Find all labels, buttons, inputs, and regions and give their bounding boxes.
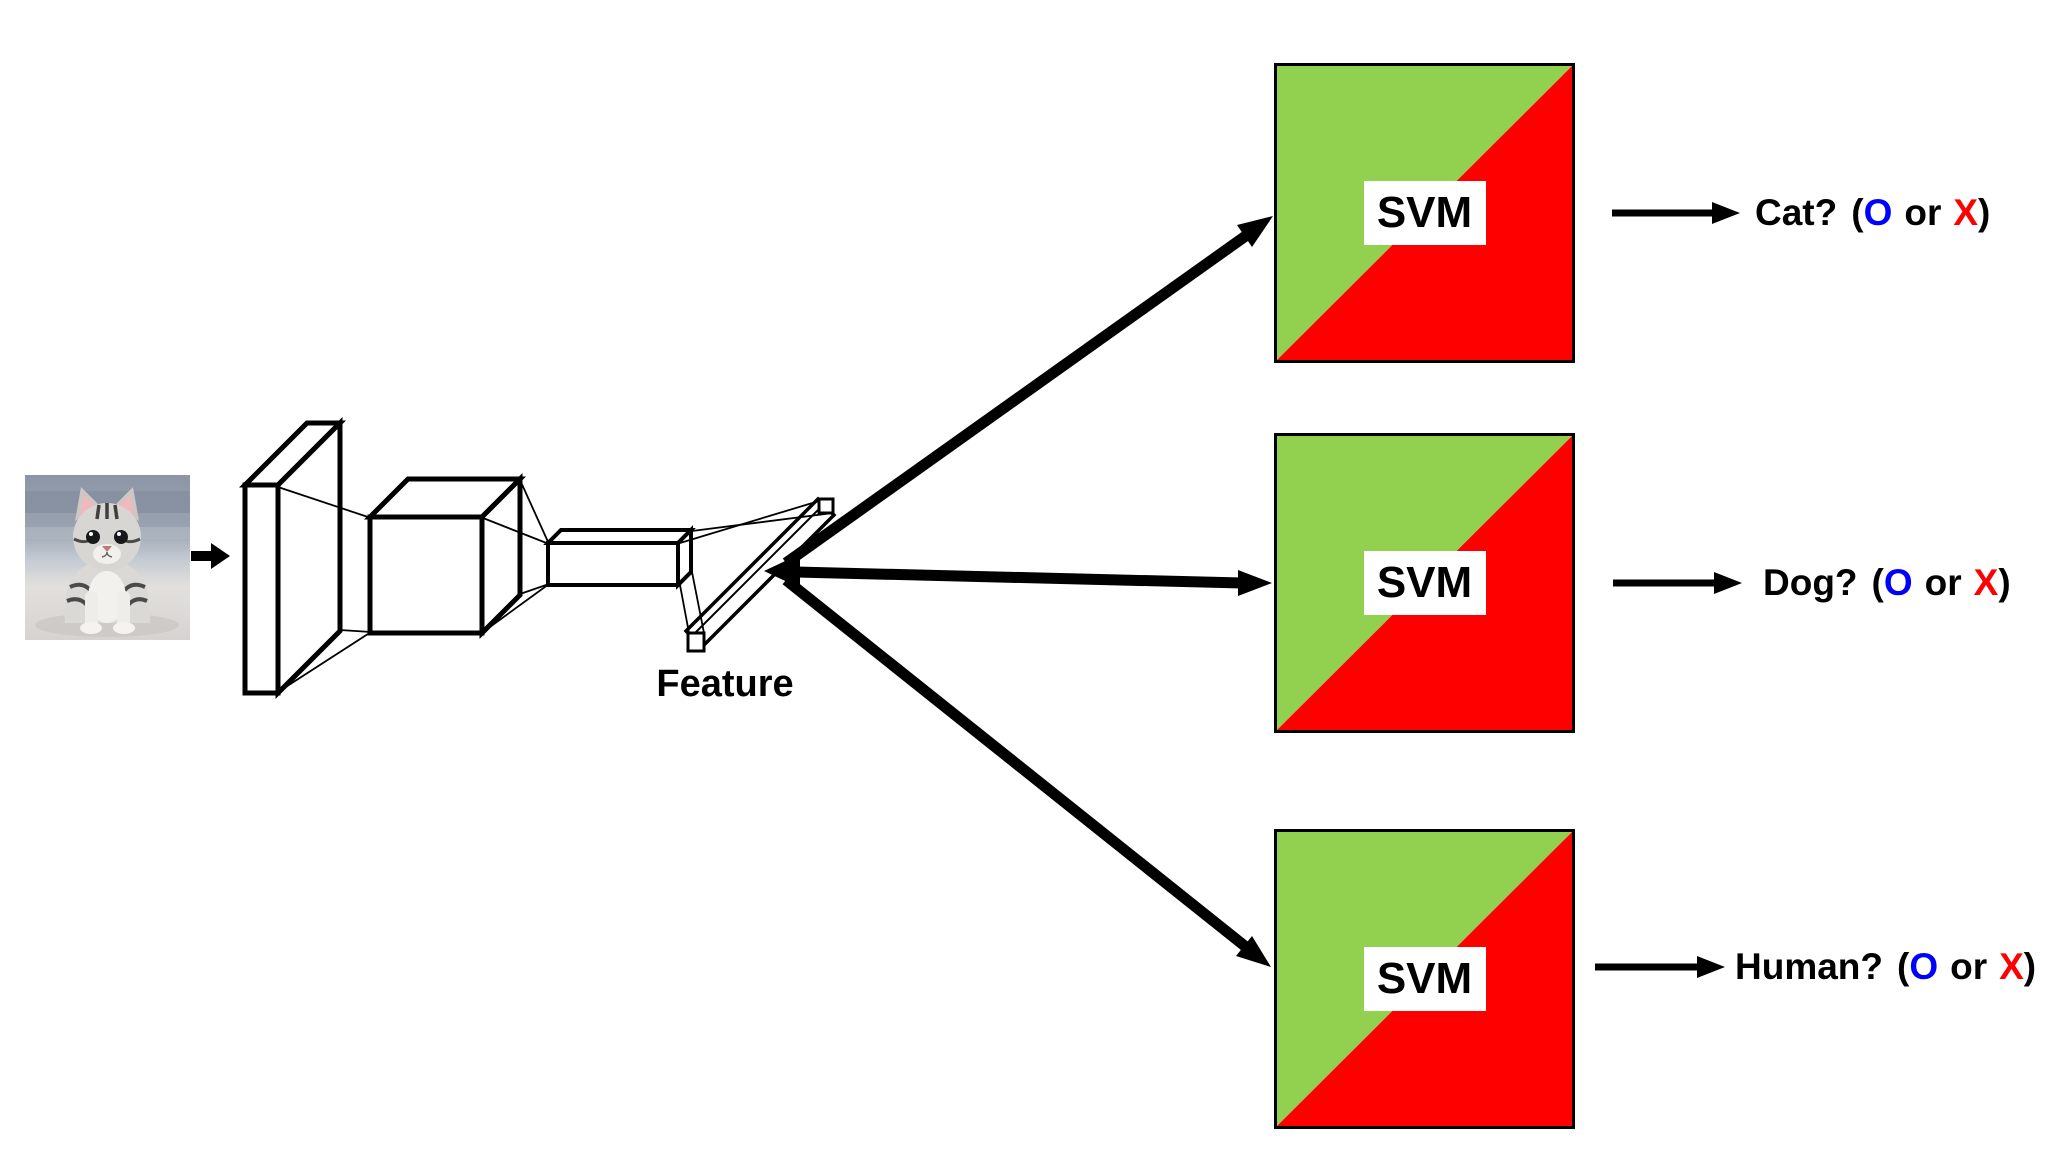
output-x: X [1953,192,1979,233]
svm-label: SVM [1363,181,1486,245]
fan-arrows [764,216,1273,967]
conv-layer-1 [238,416,347,700]
paren-close: ) [1998,562,2011,603]
conv-layer-2 [363,472,527,640]
paren-open: ( [1871,562,1884,603]
output-x: X [1999,946,2024,987]
paren-open: ( [1851,192,1864,233]
output-o: O [1909,946,1939,987]
svm-label: SVM [1363,947,1486,1011]
output-arrows [1595,202,1742,978]
input-arrow [191,543,230,569]
output-or: or [1950,946,1988,987]
paren-close: ) [1978,192,1991,233]
svm-box-human: SVM [1274,829,1575,1129]
projection-lines [277,479,834,693]
paren-open: ( [1897,946,1910,987]
svm-box-cat: SVM [1274,63,1575,363]
feature-label: Feature [656,663,794,705]
cat-illustration [25,475,190,640]
fc-layer [543,525,696,590]
svm-box-dog: SVM [1274,433,1575,733]
output-o: O [1863,192,1893,233]
paren-close: ) [2023,946,2037,987]
output-question: Human? [1735,946,1883,987]
feature-plane [683,496,837,653]
output-or: or [1904,192,1942,233]
output-question: Cat? [1755,192,1838,233]
output-o: O [1883,562,1913,603]
output-x: X [1973,562,1999,603]
cat-photo [25,475,190,640]
svm-label: SVM [1363,551,1486,615]
output-question: Dog? [1763,562,1858,603]
output-or: or [1924,562,1962,603]
